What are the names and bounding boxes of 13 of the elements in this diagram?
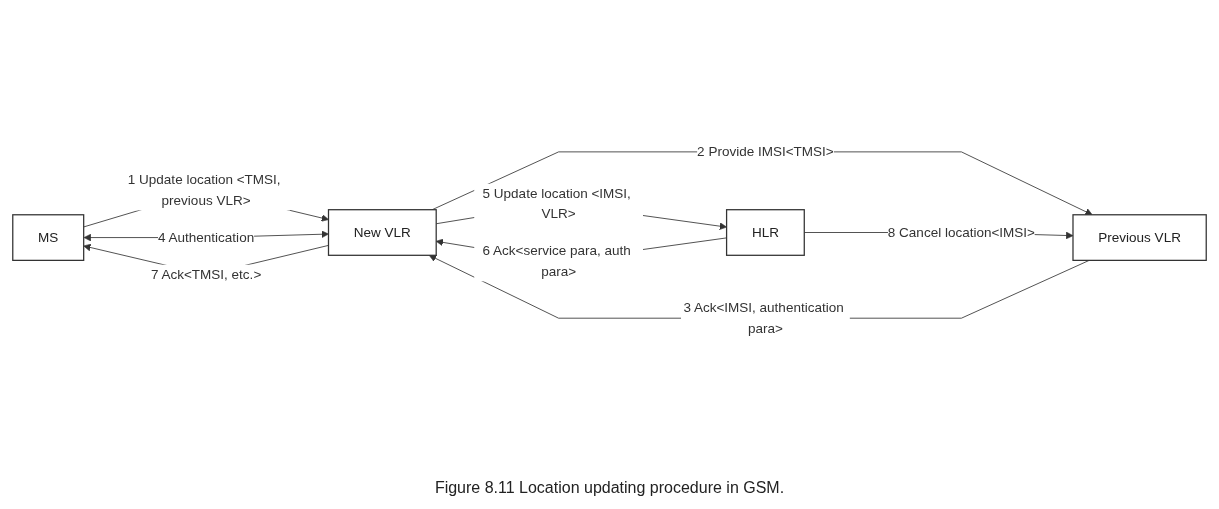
edge-label: 1 Update location <TMSI, previous VLR> — [127, 172, 281, 208]
edge-label: 3 Ack<IMSI, authentication para> — [683, 300, 844, 336]
node-box: Previous VLR — [1072, 214, 1207, 262]
figure-caption: Figure 8.11 Location updating procedure in GSM. — [434, 479, 785, 497]
node-box: New VLR — [327, 209, 437, 257]
node-box: HLR — [725, 209, 805, 257]
edge-label: 4 Authentication — [158, 230, 255, 245]
edge-label: 2 Provide IMSI<TMSI> — [697, 144, 834, 160]
edge-label: 7 Ack<TMSI, etc.> — [150, 267, 262, 282]
edge-label: 5 Update location <IMSI, VLR> — [482, 186, 631, 222]
edge-label: 8 Cancel location<IMSI> — [887, 225, 1035, 240]
node-box: MS — [12, 214, 85, 262]
edge-label: 6 Ack<service para, auth para> — [482, 243, 631, 279]
